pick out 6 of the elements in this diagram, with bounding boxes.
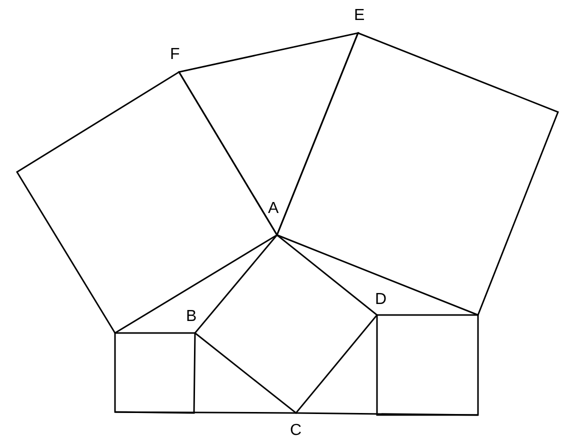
point-label: B — [186, 309, 197, 325]
point-label: F — [170, 47, 180, 63]
point-label: D — [375, 292, 387, 308]
point-label: C — [290, 423, 302, 439]
point-label: E — [354, 8, 365, 24]
point-label: A — [268, 201, 279, 217]
